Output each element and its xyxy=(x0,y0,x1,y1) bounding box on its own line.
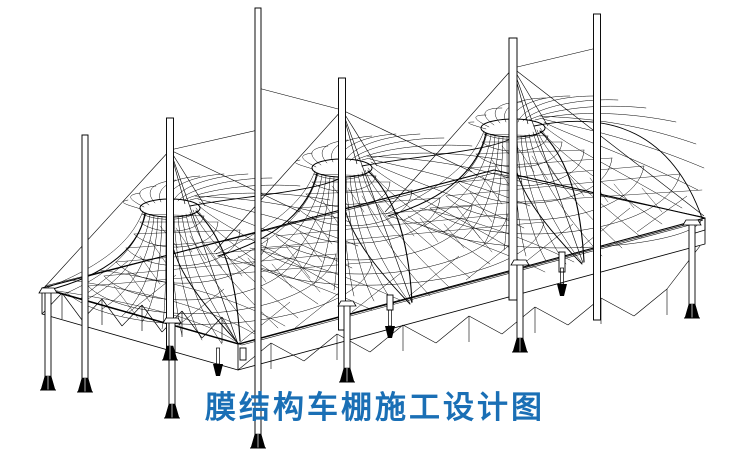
membrane-surface-group xyxy=(43,95,705,345)
mast-cone-2 xyxy=(338,77,346,331)
deck-inner-chord-back xyxy=(44,172,704,287)
cone-1-ridge-back xyxy=(189,175,345,207)
deck-inner-chord-front xyxy=(46,219,704,345)
mast-free-right xyxy=(593,13,601,321)
deck-inner-chord-front-2 xyxy=(49,221,702,346)
cable-1-f xyxy=(169,129,259,151)
cable-2-b xyxy=(341,109,413,304)
cable-1-a xyxy=(41,149,171,291)
cable-1-c xyxy=(169,149,301,213)
cable-2-a xyxy=(213,109,343,253)
cone-2-valley-right xyxy=(367,170,413,303)
cone-2-valley-left xyxy=(217,172,318,257)
cable-3-f xyxy=(512,47,598,69)
cable-3-c xyxy=(512,67,705,217)
mast-free-mid xyxy=(254,7,262,449)
cable-3-a xyxy=(384,67,514,213)
cone-3-radials xyxy=(385,95,705,265)
column-3 xyxy=(239,347,247,361)
valley-net-mesh xyxy=(43,207,575,344)
column-1 xyxy=(44,291,52,391)
cone-3-valley-left xyxy=(387,132,487,217)
cone-2-ridge-back xyxy=(361,135,517,167)
cone-2-diagonals xyxy=(259,173,545,279)
column-7 xyxy=(558,251,566,273)
cone-3-valley-right xyxy=(539,130,585,263)
cable-2-c xyxy=(341,109,473,173)
cable-1-d xyxy=(169,149,206,207)
cable-2-f xyxy=(257,87,343,111)
cone-3-ridge-back xyxy=(533,120,703,219)
mast-cone-3 xyxy=(508,37,518,301)
cable-3-b xyxy=(512,67,584,264)
cable-1-b xyxy=(169,149,239,345)
column-5 xyxy=(386,294,394,311)
cable-3-d xyxy=(512,67,549,127)
column-2 xyxy=(168,321,176,419)
mast-free-left xyxy=(81,134,89,393)
membrane-cone-2 xyxy=(215,133,545,305)
cable-2-d xyxy=(341,109,378,167)
cone-2-radials xyxy=(215,133,531,305)
